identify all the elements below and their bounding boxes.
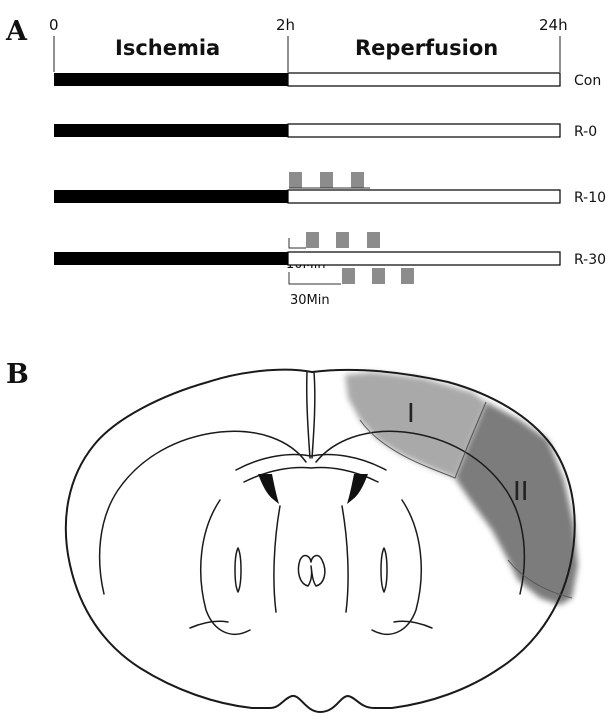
phase-label-reperfusion: Reperfusion bbox=[355, 36, 498, 60]
panel-a-letter: A bbox=[5, 16, 28, 47]
ripostc-pulse bbox=[372, 268, 385, 284]
tick-label-start: 0 bbox=[49, 16, 59, 34]
region-label-one: I bbox=[407, 397, 415, 428]
phase-label-ischemia: Ischemia bbox=[115, 36, 220, 60]
third-ventricle bbox=[298, 556, 324, 586]
right-fiber-bundle bbox=[381, 548, 387, 592]
ischemia-bar bbox=[54, 73, 288, 86]
delay-label: 30Min bbox=[290, 293, 330, 308]
right-lateral-ventricle bbox=[347, 474, 368, 504]
infarct-shading bbox=[345, 372, 578, 605]
right-lateral-structure bbox=[394, 621, 432, 628]
ripostc-pulse bbox=[401, 268, 414, 284]
left-lateral-structure bbox=[190, 621, 228, 628]
ischemia-bar bbox=[54, 252, 288, 265]
central-septum bbox=[274, 506, 348, 612]
ischemia-bar bbox=[54, 190, 288, 203]
ripostc-pulse bbox=[289, 172, 302, 188]
row-label: Con bbox=[574, 73, 601, 89]
ripostc-pulse bbox=[320, 172, 333, 188]
right-striatum bbox=[372, 500, 421, 634]
row-label: R-10 bbox=[574, 190, 606, 206]
row-label: R-30 bbox=[574, 252, 606, 268]
panel-b-letter: B bbox=[6, 359, 29, 390]
longitudinal-fissure bbox=[307, 372, 315, 458]
ripostc-pulse bbox=[306, 232, 319, 248]
left-striatum bbox=[201, 500, 250, 634]
reperfusion-bar bbox=[288, 124, 560, 137]
ripostc-pulse bbox=[336, 232, 349, 248]
left-lateral-ventricle bbox=[258, 474, 279, 504]
panel-b: B bbox=[6, 359, 578, 712]
reperfusion-bar bbox=[288, 73, 560, 86]
protocol-row-con: Con bbox=[54, 73, 601, 89]
delay-bracket bbox=[289, 272, 341, 284]
left-fiber-bundle bbox=[235, 548, 241, 592]
tick-label-mid: 2h bbox=[276, 16, 295, 34]
ripostc-pulse bbox=[367, 232, 380, 248]
row-label: R-0 bbox=[574, 124, 597, 140]
reperfusion-bar bbox=[288, 190, 560, 203]
ripostc-pulse bbox=[351, 172, 364, 188]
panel-a: A 0 2h 24h Ischemia Reperfusion Con RIPo… bbox=[5, 16, 606, 308]
delay-bracket bbox=[289, 238, 306, 248]
ischemia-bar bbox=[54, 124, 288, 137]
region-label-two: II bbox=[513, 475, 529, 506]
ripostc-pulse bbox=[342, 268, 355, 284]
tick-label-end: 24h bbox=[539, 16, 568, 34]
reperfusion-bar bbox=[288, 252, 560, 265]
protocol-row-r30: 30Min R-30 bbox=[54, 252, 606, 308]
